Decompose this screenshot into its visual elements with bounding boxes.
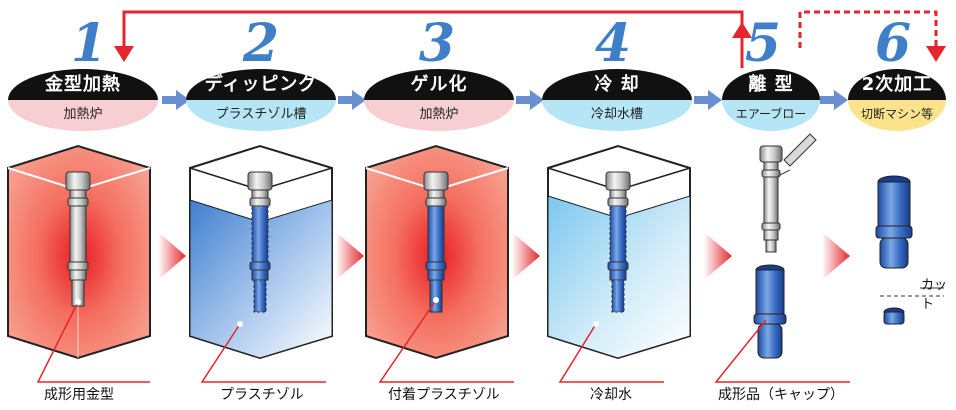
step-pill-1: 金型加熱 加熱炉 (8, 69, 158, 131)
chevron-5 (822, 232, 850, 280)
release-stage-5 (753, 133, 817, 359)
label-coated-plastisol: 付着プラスチゾル (388, 387, 500, 403)
plastisol-tank-2 (189, 144, 333, 360)
mold (65, 171, 91, 307)
step-number-2: 2 (242, 13, 280, 74)
heating-furnace-1 (7, 144, 151, 360)
mold (759, 145, 783, 253)
flow-arrow-1 (162, 90, 190, 110)
callout-lines (36, 297, 850, 383)
label-mold: 成形用金型 (44, 387, 114, 403)
cooling-tank-4 (547, 144, 691, 360)
flow-arrow-4 (694, 90, 722, 110)
step-number-4: 4 (594, 13, 632, 74)
step-pill-3: ゲル化 加熱炉 (364, 69, 514, 131)
label-molded-product: 成形品（キャップ） (718, 387, 844, 403)
step-number-3: 3 (418, 13, 456, 74)
step-pill-6: 2次加工 切断マシン等 (848, 69, 946, 131)
flow-arrow-5 (820, 90, 848, 110)
air-nozzle (783, 133, 817, 167)
chevron-3 (512, 232, 540, 280)
dashed-return-line (798, 10, 946, 62)
label-cut: カット (921, 278, 948, 312)
flow-arrows (162, 90, 848, 110)
process-chevrons (158, 232, 850, 280)
molded-cap (753, 264, 787, 359)
chevron-4 (704, 232, 732, 280)
step-number-5: 5 (744, 13, 782, 74)
step-pill-4: 冷 却 冷却水槽 (542, 69, 692, 131)
step-pill-5: 離 型 エアーブロー (722, 69, 820, 131)
cut-product-6 (875, 175, 944, 325)
heating-furnace-3 (365, 144, 509, 360)
step-number-6: 6 (874, 13, 912, 74)
step-number-1: 1 (70, 13, 108, 74)
chevron-2 (336, 232, 364, 280)
chevron-1 (158, 232, 186, 280)
mold (247, 171, 273, 313)
flow-arrow-2 (338, 90, 366, 110)
step-pill-2: ディッピング プラスチゾル槽 (186, 69, 336, 131)
label-plastisol: プラスチゾル (220, 387, 304, 403)
coated-mold (423, 171, 449, 313)
return-line (114, 10, 752, 68)
label-cooling-water: 冷却水 (590, 387, 632, 403)
coated-mold (605, 171, 631, 313)
flow-arrow-3 (516, 90, 544, 110)
